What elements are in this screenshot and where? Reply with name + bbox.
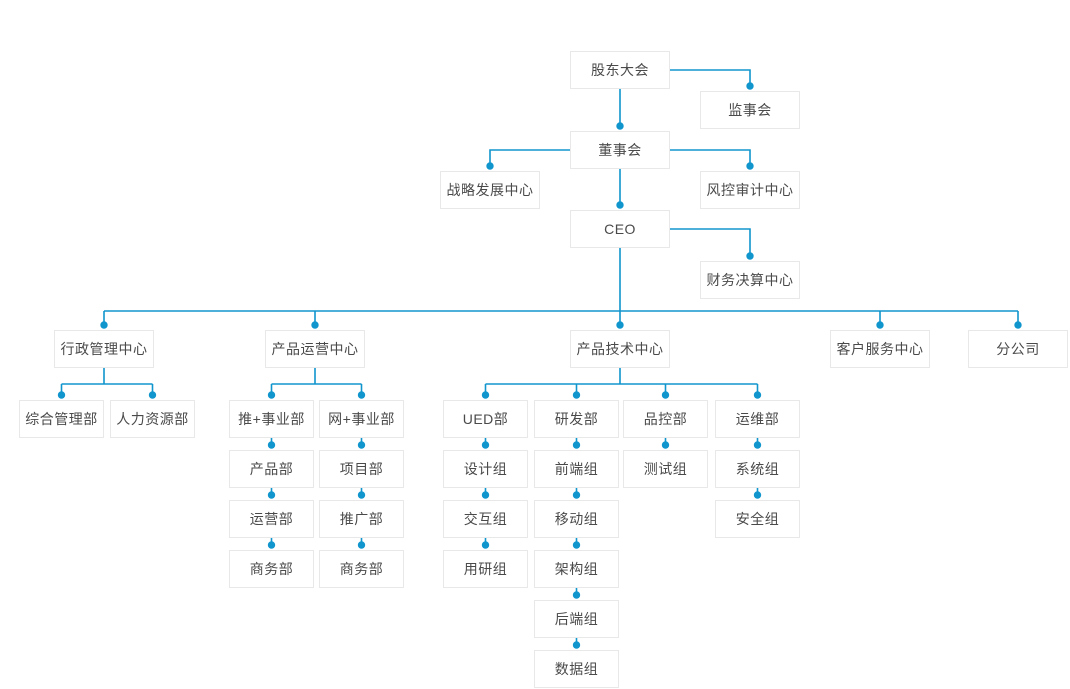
org-node-rd-dept: 研发部: [534, 400, 619, 438]
org-node-strategic-dev-center: 战略发展中心: [440, 171, 540, 209]
org-node-qc-dept: 品控部: [623, 400, 708, 438]
org-node-system-group: 系统组: [715, 450, 800, 488]
org-node-general-mgmt-dept: 综合管理部: [19, 400, 104, 438]
org-node-shareholders-meeting: 股东大会: [570, 51, 670, 89]
org-node-architecture-group: 架构组: [534, 550, 619, 588]
org-node-wang-business-dept: 网+事业部: [319, 400, 404, 438]
org-node-supervisory-board: 监事会: [700, 91, 800, 129]
org-node-data-group: 数据组: [534, 650, 619, 688]
org-node-business-dept-b: 商务部: [319, 550, 404, 588]
org-node-admin-center: 行政管理中心: [54, 330, 154, 368]
org-node-branch-company: 分公司: [968, 330, 1068, 368]
org-node-backend-group: 后端组: [534, 600, 619, 638]
org-node-promotion-dept: 推广部: [319, 500, 404, 538]
org-node-finance-center: 财务决算中心: [700, 261, 800, 299]
org-node-risk-audit-center: 风控审计中心: [700, 171, 800, 209]
org-node-ceo: CEO: [570, 210, 670, 248]
org-node-om-dept: 运维部: [715, 400, 800, 438]
org-node-design-group: 设计组: [443, 450, 528, 488]
org-node-interaction-group: 交互组: [443, 500, 528, 538]
org-node-customer-service-center: 客户服务中心: [830, 330, 930, 368]
org-node-security-group: 安全组: [715, 500, 800, 538]
org-node-ued-dept: UED部: [443, 400, 528, 438]
org-node-product-dept: 产品部: [229, 450, 314, 488]
org-node-project-dept: 项目部: [319, 450, 404, 488]
org-node-user-research-group: 用研组: [443, 550, 528, 588]
org-node-test-group: 测试组: [623, 450, 708, 488]
org-node-frontend-group: 前端组: [534, 450, 619, 488]
org-node-tui-business-dept: 推+事业部: [229, 400, 314, 438]
org-node-product-tech-center: 产品技术中心: [570, 330, 670, 368]
org-node-business-dept-a: 商务部: [229, 550, 314, 588]
org-node-mobile-group: 移动组: [534, 500, 619, 538]
org-node-board-of-directors: 董事会: [570, 131, 670, 169]
org-node-operations-dept: 运营部: [229, 500, 314, 538]
org-node-hr-dept: 人力资源部: [110, 400, 195, 438]
org-node-product-ops-center: 产品运营中心: [265, 330, 365, 368]
